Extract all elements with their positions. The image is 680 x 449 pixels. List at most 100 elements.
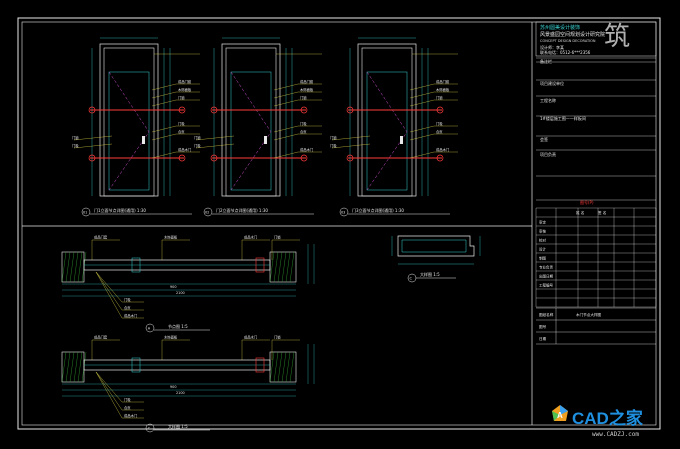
section-marker-icon bbox=[436, 106, 444, 114]
callout-label: 木饰面板 bbox=[178, 87, 192, 92]
section-marker-icon bbox=[210, 106, 218, 114]
wall-hatch bbox=[61, 351, 67, 383]
company-subtitle: 风景盛园空间规划设计研究院 bbox=[540, 31, 605, 38]
jamb bbox=[131, 257, 141, 273]
door-handle-icon bbox=[264, 136, 267, 144]
callout-label: 木饰面板 bbox=[164, 335, 178, 340]
wall-hatch bbox=[273, 351, 279, 383]
detail-title: 大样图 1:5 bbox=[420, 271, 440, 277]
callout-label: 成品门套 bbox=[436, 79, 450, 84]
view-number-marker bbox=[339, 207, 349, 217]
logo-glyph: 筑 bbox=[604, 22, 630, 52]
callout-leader bbox=[95, 371, 123, 419]
callout-leader bbox=[409, 151, 435, 159]
view-number: 02 bbox=[205, 210, 209, 214]
jamb bbox=[131, 357, 141, 373]
tb-role: 出图日期 bbox=[539, 274, 553, 279]
jamb bbox=[255, 357, 265, 373]
wall-hatch bbox=[69, 251, 75, 283]
tb-role: 设计 bbox=[539, 247, 547, 252]
callout-label: 门吸 bbox=[330, 143, 337, 148]
wall-hatch bbox=[289, 351, 295, 383]
callout-leader bbox=[95, 271, 123, 303]
tb-role: 校对 bbox=[539, 238, 547, 243]
section-marker-icon bbox=[88, 154, 96, 162]
designer-value: 李某 bbox=[556, 44, 564, 50]
wall-hatch bbox=[285, 251, 291, 283]
watermark: A CAD之家 www.CADZJ.com bbox=[552, 405, 643, 438]
title-block: 苏州圆美设计装饰 风景盛园空间规划设计研究院 CONCEPT DESIGN DE… bbox=[535, 21, 657, 345]
callout-leader bbox=[95, 371, 123, 403]
section-marker-icon bbox=[300, 154, 308, 162]
wall-hatch bbox=[285, 351, 291, 383]
callout-leader bbox=[409, 125, 435, 133]
callout-leader bbox=[95, 271, 123, 319]
tb-label: 工程名称 bbox=[540, 97, 556, 103]
callout-label: 成品门套 bbox=[178, 79, 192, 84]
callout-leader bbox=[331, 135, 371, 141]
section-marker-icon bbox=[346, 154, 354, 162]
wall-hatch bbox=[269, 351, 275, 383]
callout-label: 合页 bbox=[300, 129, 307, 134]
callout-label: 合页 bbox=[436, 129, 443, 134]
tb-label: 会签 bbox=[540, 136, 548, 142]
door-panel bbox=[108, 71, 150, 191]
view-number-marker bbox=[203, 207, 213, 217]
callout-label: 木饰面板 bbox=[300, 87, 314, 92]
callout-label: 门吸 bbox=[300, 121, 307, 126]
callout-label: 门锁 bbox=[72, 135, 79, 140]
tb-col-sign: 签 名 bbox=[598, 210, 607, 215]
wall-hatch bbox=[281, 251, 287, 283]
tb-role: 审定 bbox=[539, 220, 547, 225]
title-block-rows: 备注栏项目建设单位工程名称1#楼层施工图——样板间会签项目负责图号(P)姓 名签… bbox=[535, 57, 657, 345]
section-title: 节点图 1:5 bbox=[168, 323, 188, 329]
detail-marker-label: C bbox=[410, 277, 413, 281]
callout-label: 门锁 bbox=[274, 235, 281, 240]
frame-detail[interactable]: 大样图 1:5 C bbox=[391, 235, 481, 283]
door-leaf bbox=[103, 47, 155, 197]
callout-leader bbox=[73, 143, 113, 149]
section-marker-icon bbox=[88, 106, 96, 114]
door-frame bbox=[221, 43, 281, 197]
callout-leader bbox=[273, 83, 299, 91]
wall-hatch bbox=[281, 351, 287, 383]
callout-label: 门锁 bbox=[178, 95, 185, 100]
callout-label: 成品门套 bbox=[94, 235, 108, 240]
callout-leader bbox=[151, 151, 177, 159]
callout-label: 门吸 bbox=[72, 143, 79, 148]
door-swing-line bbox=[230, 71, 272, 191]
callout-label: 门锁 bbox=[300, 95, 307, 100]
section-number: C bbox=[148, 426, 151, 430]
callout-label: 成品木门 bbox=[244, 335, 257, 340]
designer-label: 设计师： bbox=[540, 44, 556, 50]
wall-hatch bbox=[273, 251, 279, 283]
view-title: 门2立面节点详图(通用) 1:30 bbox=[216, 207, 268, 213]
callout-label: 合页 bbox=[124, 405, 131, 410]
tb-col-name: 姓 名 bbox=[576, 210, 585, 215]
tb-footer-label: 图纸名称 bbox=[539, 312, 554, 317]
section-number-marker bbox=[145, 423, 155, 433]
dim-value: 2100 bbox=[176, 391, 185, 395]
phone-label: 联系电话： bbox=[540, 49, 560, 55]
wall-hatch bbox=[77, 351, 83, 383]
watermark-brand: CAD之家 bbox=[572, 408, 643, 428]
callout-label: 木饰面板 bbox=[164, 235, 178, 240]
view-title: 门3立面节点详图(通用) 1:30 bbox=[352, 207, 404, 213]
callout-leader bbox=[409, 91, 435, 99]
callout-label: 成品门套 bbox=[300, 79, 314, 84]
company-name: 苏州圆美设计装饰 bbox=[540, 24, 580, 31]
wall-hatch bbox=[277, 251, 283, 283]
section-marker-icon bbox=[346, 106, 354, 114]
callout-leader bbox=[409, 99, 435, 107]
section-marker-icon bbox=[436, 154, 444, 162]
callout-leader bbox=[273, 91, 299, 99]
callout-label: 门吸 bbox=[124, 397, 131, 402]
